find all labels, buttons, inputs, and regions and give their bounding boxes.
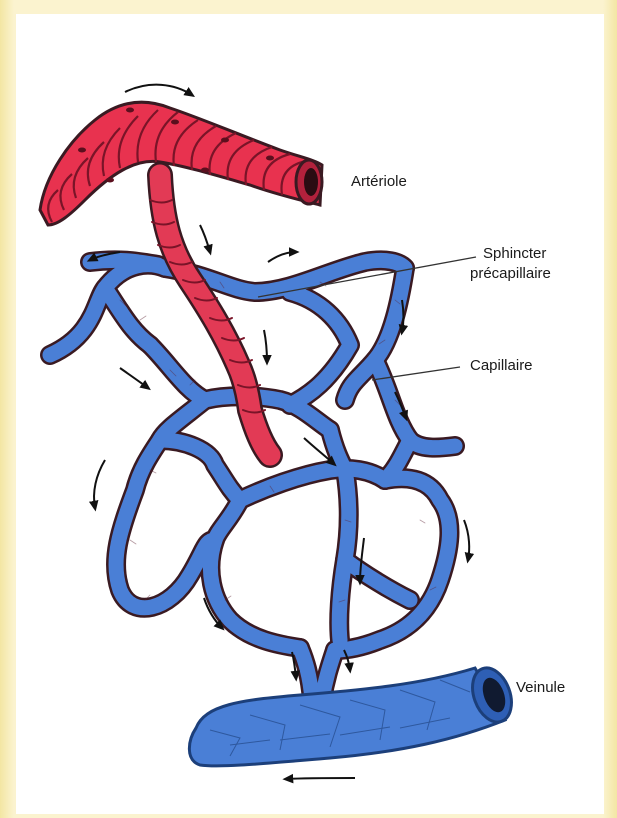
veinule-label: Veinule (516, 678, 565, 697)
capillary-network (50, 260, 455, 700)
capillaire-label: Capillaire (470, 356, 533, 375)
arteriole-lumen-inner (304, 168, 318, 196)
flow-arrow-icon (94, 460, 105, 508)
arteriole (40, 102, 322, 225)
sphincter-label-line2: précapillaire (470, 264, 551, 283)
flow-arrow-icon (268, 252, 296, 262)
flow-arrow-icon (286, 778, 355, 779)
arteriole-label: Artériole (351, 172, 407, 191)
flow-arrow-icon (264, 330, 267, 362)
metarteriole (150, 175, 270, 455)
veinule (189, 663, 518, 766)
flow-arrow-icon (464, 520, 469, 560)
flow-arrow-icon (200, 225, 210, 252)
flow-arrow-icon (120, 368, 148, 388)
capillary-fill (50, 260, 455, 700)
flow-arrow-icon (125, 85, 192, 95)
veinule-body (189, 668, 505, 766)
sphincter-label-line1: Sphincter (483, 244, 546, 263)
